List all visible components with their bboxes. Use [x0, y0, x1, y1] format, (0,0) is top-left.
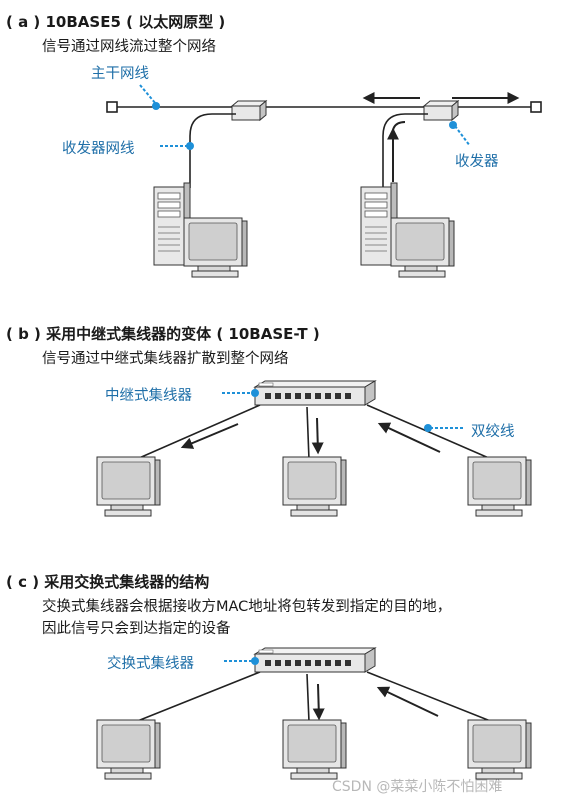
repeater-hub-label: 中继式集线器	[105, 388, 192, 404]
section-c-title: ( c ) 采用交换式集线器的结构	[6, 573, 210, 591]
terminator-left	[106, 101, 118, 113]
cable-c-right	[366, 671, 499, 725]
pc-2	[360, 182, 455, 278]
signal-arrow-up-b	[377, 422, 441, 453]
pc-b-left	[96, 456, 161, 517]
section-a-title: ( a ) 10BASE5 ( 以太网原型 )	[6, 13, 226, 31]
signal-arrow-down-b	[311, 417, 324, 455]
transceiver-cable-label: 收发器网线	[62, 141, 135, 157]
backbone-cable-label: 主干网线	[91, 66, 149, 82]
section-c-subtitle-line1: 交换式集线器会根据接收方MAC地址将包转发到指定的目的地，	[42, 599, 452, 615]
section-b-title: ( b ) 采用中继式集线器的变体 ( 10BASE-T )	[6, 325, 320, 343]
twisted-pair-callout-dot	[424, 424, 432, 432]
transceiver-callout-dot	[449, 121, 457, 129]
pc-c-left	[96, 719, 161, 780]
section-b-subtitle: 信号通过中继式集线器扩散到整个网络	[42, 351, 289, 367]
switching-hub-label: 交换式集线器	[107, 656, 194, 672]
switch-callout-dot	[251, 657, 259, 665]
transceiver-1	[231, 100, 267, 121]
transceiver-cable-callout-dot	[186, 142, 194, 150]
signal-arrow-up-c	[376, 686, 439, 717]
section-b-diagram	[96, 380, 532, 517]
terminator-right	[530, 101, 542, 113]
backbone-callout-dot	[152, 102, 160, 110]
twisted-pair-label: 双绞线	[471, 424, 515, 440]
twisted-pair-left	[129, 404, 261, 463]
cable-c-left	[129, 671, 261, 725]
watermark: CSDN @菜菜小陈不怕困难	[332, 779, 503, 795]
pc-c-center	[282, 719, 347, 780]
twisted-pair-right	[366, 404, 499, 463]
pc-b-center	[282, 456, 347, 517]
cable-c-center	[306, 673, 310, 723]
twisted-pair-center	[306, 406, 310, 461]
section-a-diagram	[106, 84, 542, 278]
pc-b-right	[467, 456, 532, 517]
pc-1	[153, 182, 248, 278]
transceiver-2	[423, 100, 459, 121]
section-c-subtitle-line2: 因此信号只会到达指定的设备	[42, 621, 231, 637]
signal-arrow-down-c	[312, 683, 325, 721]
section-c-diagram	[96, 647, 532, 780]
section-a-subtitle: 信号通过网线流过整个网络	[42, 39, 216, 55]
hub-callout-dot	[251, 389, 259, 397]
pc-c-right	[467, 719, 532, 780]
repeater-hub	[254, 380, 376, 406]
transceiver-label: 收发器	[455, 154, 499, 170]
signal-arrow-left-b	[180, 423, 239, 449]
transceiver-cable-1	[189, 113, 236, 188]
switching-hub	[254, 647, 376, 673]
transceiver-cable-2	[382, 113, 428, 188]
